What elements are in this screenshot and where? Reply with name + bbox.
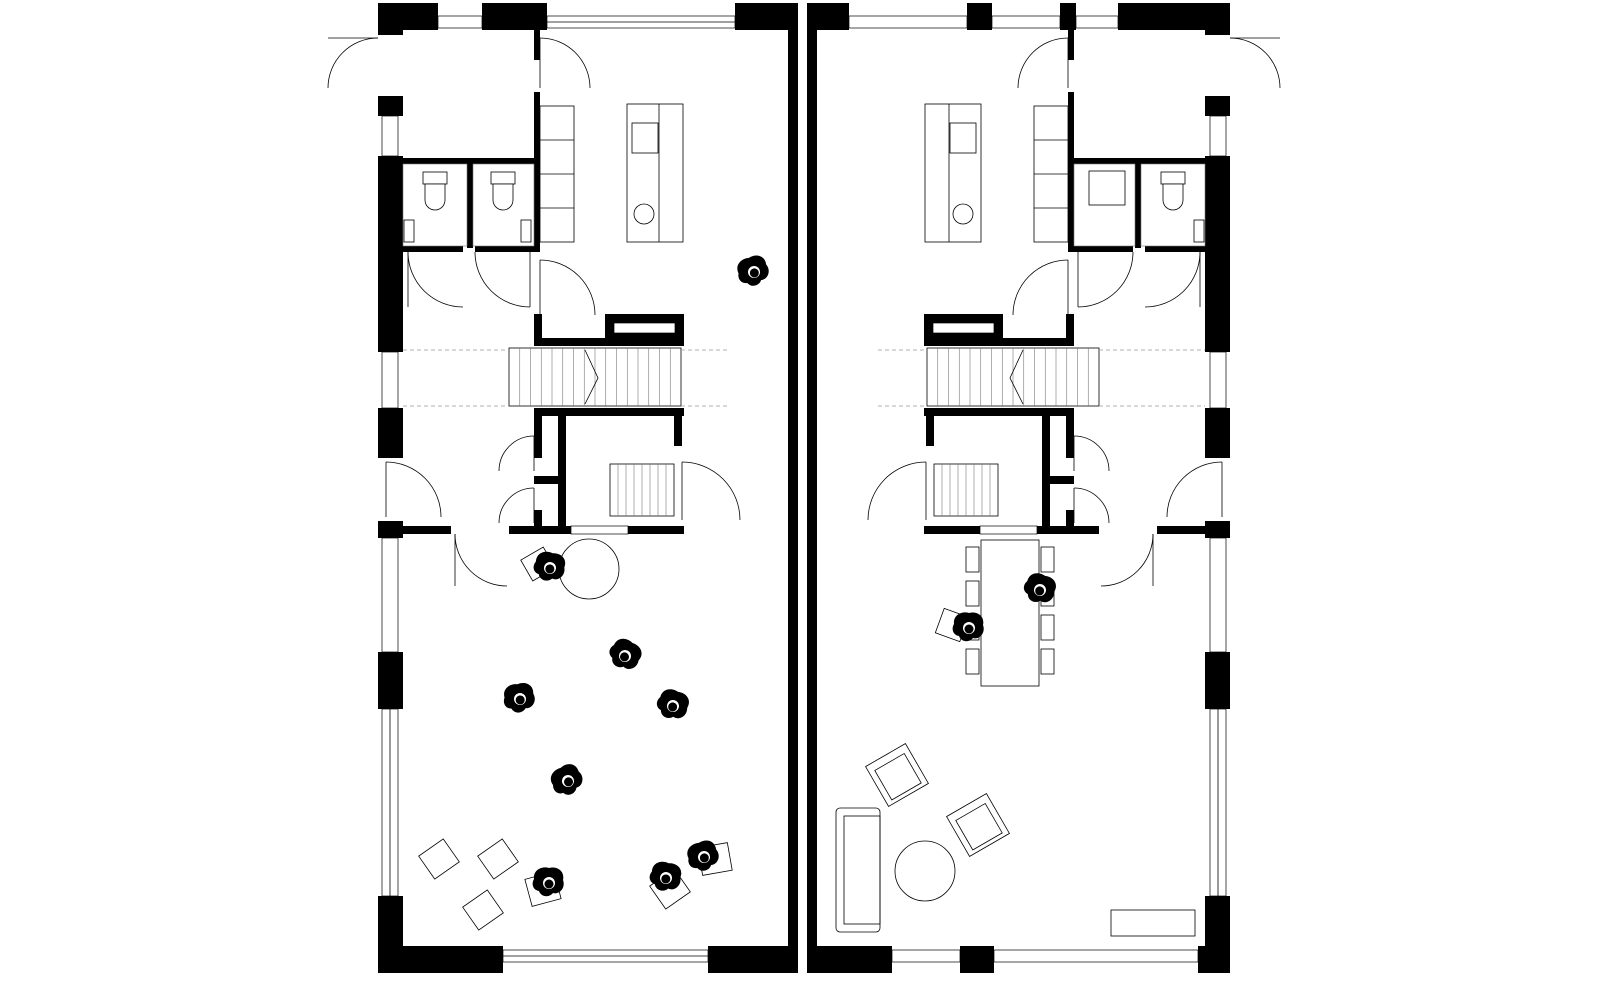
coffee-table <box>894 840 956 902</box>
sofa <box>835 807 881 933</box>
sideboard <box>1110 909 1196 937</box>
person-icon <box>656 689 690 719</box>
chair-icon <box>418 838 460 880</box>
person-icon <box>532 867 564 897</box>
kitchen-right <box>924 103 1069 243</box>
interior-walls-left <box>403 30 684 535</box>
people <box>503 255 1057 897</box>
chair-icon <box>477 838 519 880</box>
toilet-icon <box>402 163 1206 247</box>
person-icon <box>609 638 642 669</box>
armchair <box>946 793 1010 857</box>
kitchen-left <box>539 103 684 243</box>
person-icon <box>952 612 984 642</box>
round-table <box>558 538 620 600</box>
person-icon <box>649 861 682 891</box>
person-icon <box>550 764 583 795</box>
living-furniture-right <box>835 539 1196 937</box>
person-icon <box>687 840 719 871</box>
door-swing-icon <box>327 37 1281 587</box>
outer-walls <box>378 3 1230 973</box>
person-icon <box>503 682 535 713</box>
stair-icon <box>403 347 1205 517</box>
living-furniture-left <box>418 538 733 931</box>
person-icon <box>533 551 566 581</box>
dining-table <box>980 539 1040 687</box>
chair-icon <box>462 889 504 931</box>
armchair <box>865 743 929 807</box>
interior-walls-right <box>924 30 1205 535</box>
person-icon <box>737 255 769 286</box>
person-icon <box>1023 573 1057 603</box>
windows <box>381 15 1227 963</box>
